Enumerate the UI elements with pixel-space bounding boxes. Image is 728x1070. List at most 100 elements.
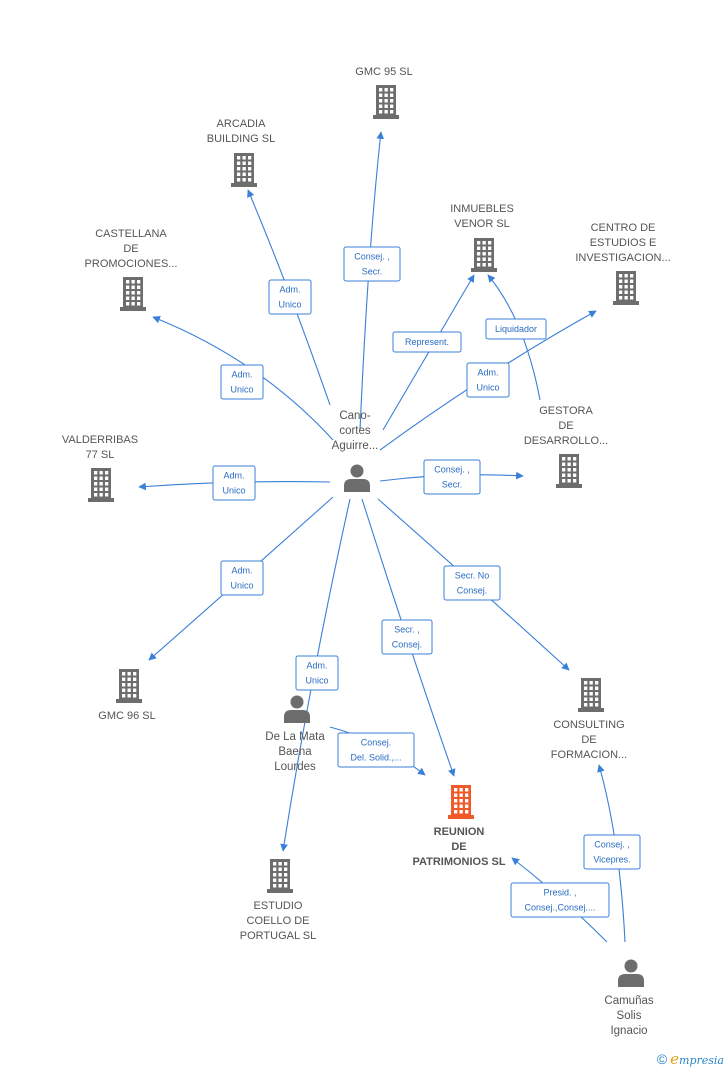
role-label-text: Secr. No <box>455 571 490 581</box>
company-name: DESARROLLO... <box>524 435 608 447</box>
edge-canocortes-to-estudio: Adm.Unico <box>280 498 351 852</box>
role-label[interactable]: Consej. ,Secr. <box>343 246 401 282</box>
company-name: 77 SL <box>86 449 115 461</box>
company-node-consulting[interactable]: CONSULTING DE FORMACION... <box>551 678 627 761</box>
role-label[interactable]: Secr. , Consej. <box>381 619 433 655</box>
role-label-text: Unico <box>230 581 253 591</box>
edge-canocortes-to-inmuebles: Represent. <box>382 274 475 431</box>
role-label[interactable]: Secr. No Consej. <box>443 565 501 601</box>
role-label-box <box>381 619 433 655</box>
company-name: ESTUDIOS E <box>590 237 657 249</box>
role-label-text: Adm. <box>279 285 300 295</box>
edge-canocortes-to-arcadia: Adm.Unico <box>247 189 331 406</box>
edge-canocortes-to-centro: Adm.Unico <box>379 310 597 451</box>
company-node-gmc95[interactable]: GMC 95 SL <box>355 66 413 119</box>
role-label[interactable]: Adm.Unico <box>220 364 264 400</box>
company-node-castellana[interactable]: CASTELLANADEPROMOCIONES... <box>85 228 178 311</box>
company-name: REUNION <box>434 826 485 838</box>
role-label-box <box>337 732 415 768</box>
company-node-gestora[interactable]: GESTORADEDESARROLLO... <box>524 405 608 488</box>
company-name: ARCADIA <box>217 118 267 130</box>
company-name: CENTRO DE <box>591 222 656 234</box>
logo-e: e <box>670 1050 680 1068</box>
person-name: Camuñas <box>604 995 653 1007</box>
role-label-box <box>295 655 339 691</box>
company-name: PORTUGAL SL <box>240 930 316 942</box>
role-label[interactable]: Adm.Unico <box>466 362 510 398</box>
person-icon <box>284 695 310 723</box>
role-label-text: Unico <box>222 486 245 496</box>
role-label-text: Secr. , <box>394 625 420 635</box>
role-label-text: Adm. <box>306 661 327 671</box>
edges-layer: Consej. ,Secr.Adm.UnicoAdm.UnicoRepresen… <box>138 131 641 943</box>
role-label-text: Del. Solid.,... <box>350 753 401 763</box>
building-icon <box>578 678 604 712</box>
person-icon <box>618 959 644 987</box>
company-name: BUILDING SL <box>207 133 275 145</box>
empresia-logo[interactable]: ©empresia <box>657 1050 724 1068</box>
building-icon <box>613 271 639 305</box>
role-label[interactable]: Consej. ,Secr. <box>423 459 481 495</box>
company-node-arcadia[interactable]: ARCADIA BUILDING SL <box>207 118 275 187</box>
building-icon <box>471 238 497 272</box>
role-label[interactable]: Presid. ,Consej.,Consej.... <box>510 882 610 918</box>
company-name: VENOR SL <box>454 218 510 230</box>
building-icon <box>116 669 142 703</box>
role-label-text: Consej.,Consej.... <box>524 903 595 913</box>
person-name: Aguirre... <box>332 440 379 452</box>
edge-canocortes-to-reunion: Secr. , Consej. <box>361 498 456 777</box>
company-node-gmc96[interactable]: GMC 96 SL <box>98 669 156 722</box>
company-name: INVESTIGACION... <box>575 252 670 264</box>
role-label-text: Unico <box>230 385 253 395</box>
role-label-text: Consej. <box>457 586 488 596</box>
role-label[interactable]: Consej.Del. Solid.,... <box>337 732 415 768</box>
company-name: DE <box>581 734 596 746</box>
building-icon <box>373 85 399 119</box>
role-label[interactable]: Liquidador <box>485 318 547 340</box>
building-icon <box>88 468 114 502</box>
person-name: cortes <box>339 425 371 437</box>
edge-camunas-to-reunion: Presid. ,Consej.,Consej.... <box>510 857 610 943</box>
company-name: PROMOCIONES... <box>85 258 178 270</box>
role-label[interactable]: Adm.Unico <box>295 655 339 691</box>
company-node-centro[interactable]: CENTRO DE ESTUDIOS E INVESTIGACION... <box>575 222 671 305</box>
person-name: Cano- <box>339 410 370 422</box>
role-label-text: Adm. <box>223 471 244 481</box>
company-name: COELLO DE <box>247 915 310 927</box>
company-name: FORMACION... <box>551 749 627 761</box>
role-label[interactable]: Adm. Unico <box>212 465 256 501</box>
company-name: CONSULTING <box>553 719 624 731</box>
building-icon <box>267 859 293 893</box>
building-icon <box>231 153 257 187</box>
edge-camunas-to-consulting: Consej. ,Vicepres. <box>583 764 641 943</box>
copyright-symbol: © <box>656 1051 668 1067</box>
role-label[interactable]: Adm.Unico <box>220 560 264 596</box>
person-node-canocortes[interactable]: Cano-cortesAguirre... <box>332 410 379 492</box>
nodes-layer: GMC 95 SL ARCADIA BUILDING SL CASTELLANADEP… <box>62 66 671 1037</box>
role-label-box <box>343 246 401 282</box>
edge-canocortes-to-valderribas: Adm. Unico <box>138 465 331 501</box>
person-name: Lourdes <box>274 761 316 773</box>
role-label-text: Consej. , <box>594 840 630 850</box>
role-label-text: Secr. <box>362 267 383 277</box>
edge-canocortes-to-gestora: Consej. ,Secr. <box>379 459 524 495</box>
person-name: De La Mata <box>265 731 325 743</box>
role-label-text: Unico <box>476 383 499 393</box>
role-label-text: Consej. <box>392 640 423 650</box>
edge-canocortes-to-gmc96: Adm.Unico <box>148 496 334 661</box>
role-label-box <box>443 565 501 601</box>
role-label[interactable]: Consej. ,Vicepres. <box>583 834 641 870</box>
role-label-text: Represent. <box>405 337 449 347</box>
edge-canocortes-to-gmc95: Consej. ,Secr. <box>343 131 401 431</box>
role-label[interactable]: Adm.Unico <box>268 279 312 315</box>
edge-delamata-to-reunion: Consej.Del. Solid.,... <box>329 726 426 776</box>
role-label-box <box>583 834 641 870</box>
company-name: GMC 96 SL <box>98 710 155 722</box>
role-label[interactable]: Represent. <box>392 331 462 353</box>
